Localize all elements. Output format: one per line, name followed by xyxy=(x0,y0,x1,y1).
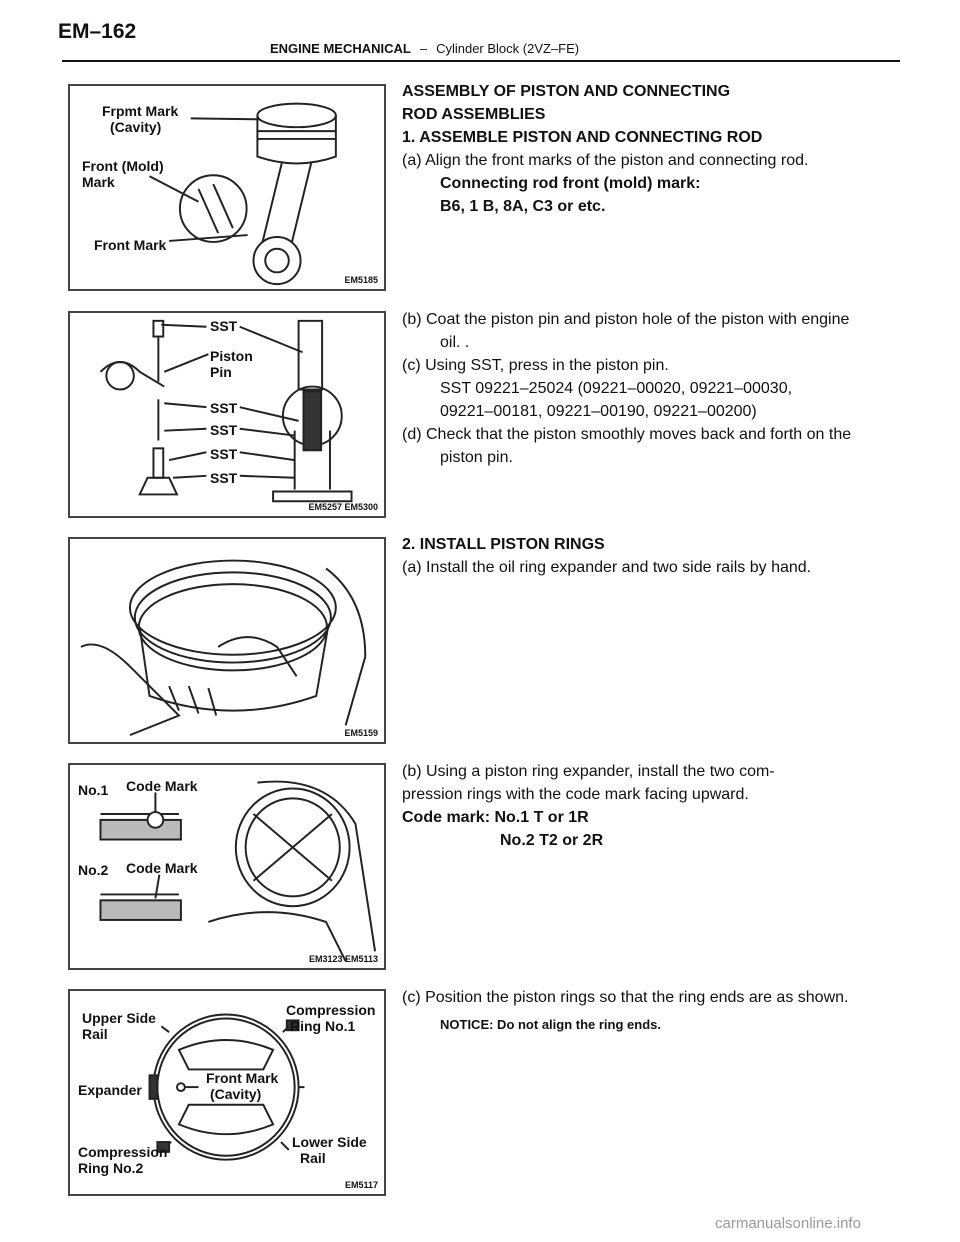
figure-label: Front Mark xyxy=(94,237,167,253)
step-1b: (b) Coat the piston pin and piston hole … xyxy=(402,311,850,351)
step-1-heading: 1. ASSEMBLE PISTON AND CONNECTING ROD xyxy=(402,129,763,146)
step-2a: (a) Install the oil ring expander and tw… xyxy=(402,559,812,576)
figure-label: (Cavity) xyxy=(210,1086,262,1102)
figure-label: Lower Side xyxy=(292,1134,367,1150)
figure-label: Pin xyxy=(210,364,232,380)
step-2b-line1: (b) Using a piston ring expander, instal… xyxy=(402,763,775,780)
figure-piston-front-marks: Frpmt Mark (Cavity) Front (Mold) Mark Fr… xyxy=(68,84,386,291)
subsection-title: Cylinder Block (2VZ–FE) xyxy=(436,41,580,56)
header-separator: – xyxy=(419,41,428,56)
figure-label: SST xyxy=(210,422,238,438)
section-compression-rings: (b) Using a piston ring expander, instal… xyxy=(402,760,862,852)
figure-label: Front Mark xyxy=(206,1070,279,1086)
figure-code: EM3123 EM5113 xyxy=(308,954,378,964)
ring-ends-diagram xyxy=(148,1013,305,1161)
figure-compression-ring-code-mark: No.1 Code Mark No.2 Code Mark EM3123 EM5… xyxy=(68,763,386,970)
code-mark-no2: No.2 T2 or 2R xyxy=(500,832,604,849)
figure-label: SST xyxy=(210,318,238,334)
figure-label: Rail xyxy=(82,1026,108,1042)
figure-label: No.2 xyxy=(78,862,109,878)
figure-label: Piston xyxy=(210,348,253,364)
figure-label: Frpmt Mark xyxy=(102,103,179,119)
figure-label: Ring No.1 xyxy=(290,1018,356,1034)
watermark: carmanualsonline.info xyxy=(715,1215,861,1232)
figure-label: Front (Mold) xyxy=(82,158,164,174)
figure-label: SST xyxy=(210,446,238,462)
sst-numbers-2: 09221–00181, 09221–00190, 09221–00200) xyxy=(440,403,757,420)
figure-label: No.1 xyxy=(78,782,109,798)
figure-label: Code Mark xyxy=(126,778,198,794)
figure-label: (Cavity) xyxy=(110,119,162,135)
figure-label: SST xyxy=(210,470,238,486)
hands-installing-ring-illustration xyxy=(80,559,367,737)
section-piston-pin: (b) Coat the piston pin and piston hole … xyxy=(402,308,862,469)
section-title: ENGINE MECHANICAL xyxy=(270,41,411,56)
sst-numbers-1: SST 09221–25024 (09221–00020, 09221–0003… xyxy=(440,380,793,397)
figure-code: EM5185 xyxy=(344,275,378,285)
figure-label: Mark xyxy=(82,174,115,190)
section-ring-positions: (c) Position the piston rings so that th… xyxy=(402,986,862,1036)
heading-assembly-cont: ROD ASSEMBLIES xyxy=(402,106,546,123)
piston-pin-press-illustration xyxy=(99,319,353,503)
piston-rod-illustration xyxy=(149,102,337,286)
notice-text: NOTICE: Do not align the ring ends. xyxy=(440,1017,661,1032)
figure-label: Compression xyxy=(78,1144,168,1160)
front-mark-values: B6, 1 B, 8A, C3 or etc. xyxy=(440,198,606,215)
ring-expander-illustration xyxy=(99,780,377,962)
step-1d: (d) Check that the piston smoothly moves… xyxy=(402,426,852,466)
figure-code: EM5117 xyxy=(344,1180,378,1190)
figure-label: SST xyxy=(210,400,238,416)
figure-label: Rail xyxy=(300,1150,326,1166)
figure-code: EM5159 xyxy=(344,728,378,738)
figure-ring-end-positions: Upper Side Rail Compression Ring No.1 Ex… xyxy=(68,989,386,1196)
figure-label: Compression xyxy=(286,1002,376,1018)
step-2b-line2: pression rings with the code mark facing… xyxy=(402,786,749,803)
section-install-rings: 2. INSTALL PISTON RINGS (a) Install the … xyxy=(402,533,862,579)
step-2-heading: 2. INSTALL PISTON RINGS xyxy=(402,536,605,553)
heading-assembly: ASSEMBLY OF PISTON AND CONNECTING xyxy=(402,83,731,100)
code-mark-no1: Code mark: No.1 T or 1R xyxy=(402,809,589,826)
step-1c: (c) Using SST, press in the piston pin. xyxy=(402,357,669,374)
figure-label: Upper Side xyxy=(82,1010,156,1026)
header-rule xyxy=(62,60,900,62)
figure-oil-ring-install: EM5159 xyxy=(68,537,386,744)
step-1a: (a) Align the front marks of the piston … xyxy=(402,152,809,169)
figure-label: Code Mark xyxy=(126,860,198,876)
section-assemble-piston-rod: ASSEMBLY OF PISTON AND CONNECTING ROD AS… xyxy=(402,80,862,218)
figure-label: Ring No.2 xyxy=(78,1160,144,1176)
figure-label: Expander xyxy=(78,1082,142,1098)
running-header: ENGINE MECHANICAL–Cylinder Block (2VZ–FE… xyxy=(270,41,579,56)
front-mark-note: Connecting rod front (mold) mark: xyxy=(440,175,701,192)
page-number: EM–162 xyxy=(58,20,137,43)
figure-code: EM5257 EM5300 xyxy=(308,502,378,512)
figure-piston-pin-sst: SST Piston Pin SST SST SST SST EM5257 EM… xyxy=(68,311,386,518)
step-2c: (c) Position the piston rings so that th… xyxy=(402,989,849,1006)
